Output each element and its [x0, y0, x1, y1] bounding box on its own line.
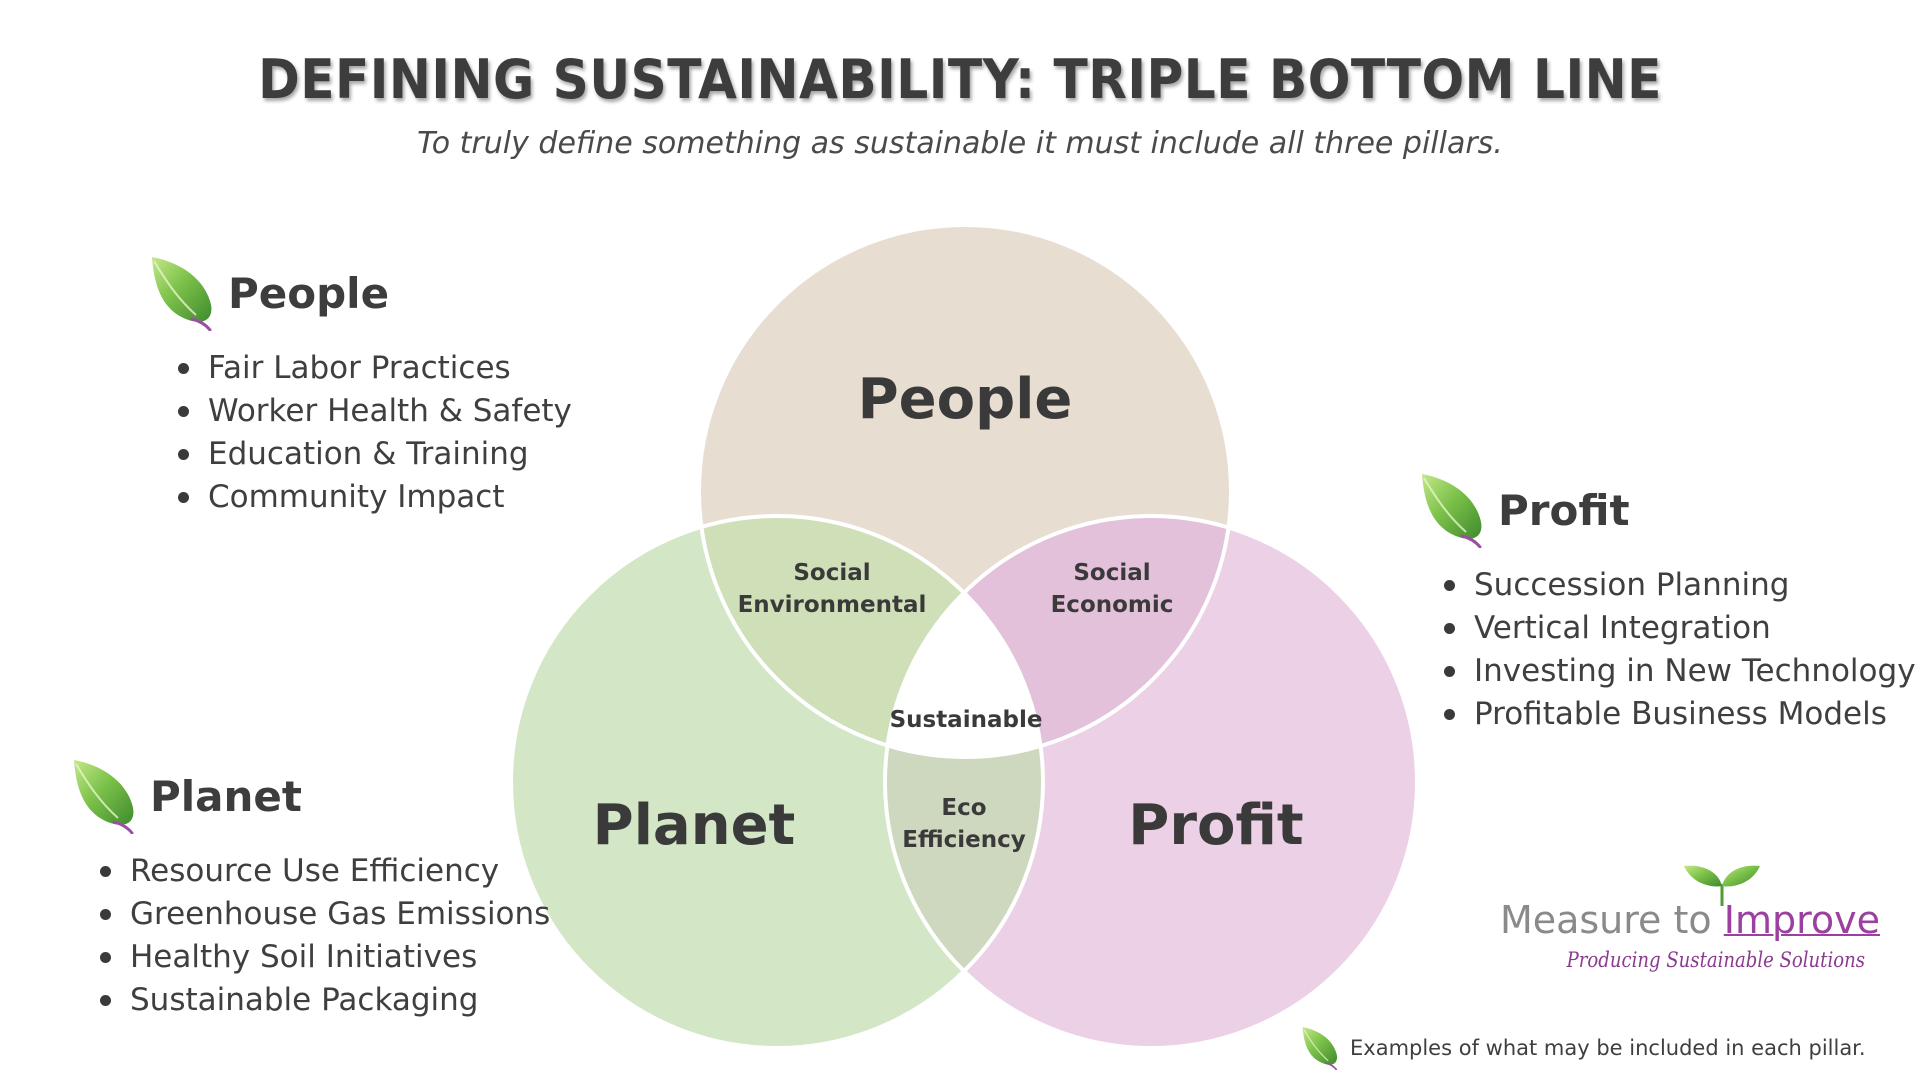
social-economic-line2: Economic	[1051, 592, 1174, 618]
logo-wordmark-accent: Improve	[1723, 898, 1880, 942]
list-item: Education & Training	[174, 433, 572, 476]
profit-pillar-list: Succession Planning Vertical Integration…	[1440, 564, 1916, 736]
planet-circle-label: Planet	[593, 793, 796, 858]
social-environmental-line1: Social	[793, 560, 870, 586]
profit-circle-label: Profit	[1128, 793, 1303, 858]
sprout-icon	[1684, 865, 1760, 907]
page-title: DEFINING SUSTAINABILITY: TRIPLE BOTTOM L…	[258, 48, 1662, 111]
people-pillar-list: Fair Labor Practices Worker Health & Saf…	[174, 347, 572, 519]
people-pillar: People Fair Labor Practices Worker Healt…	[148, 255, 572, 519]
people-pillar-title: People	[228, 268, 390, 318]
leaf-icon	[1300, 1026, 1340, 1070]
list-item: Fair Labor Practices	[174, 347, 572, 390]
logo-wordmark-prefix: Measure to	[1499, 898, 1724, 942]
list-item: Greenhouse Gas Emissions	[96, 893, 550, 936]
list-item: Profitable Business Models	[1440, 693, 1916, 736]
footnote-text: Examples of what may be included in each…	[1350, 1036, 1866, 1060]
people-circle-label: People	[858, 367, 1073, 432]
sustainable-label: Sustainable	[890, 707, 1043, 733]
list-item: Worker Health & Safety	[174, 390, 572, 433]
eco-efficiency-line1: Eco	[941, 795, 986, 821]
profit-pillar-title: Profit	[1498, 485, 1630, 535]
page-subtitle: To truly define something as sustainable…	[417, 126, 1503, 161]
leaf-icon	[1418, 472, 1486, 548]
planet-pillar: Planet Resource Use Efficiency Greenhous…	[70, 758, 550, 1022]
footnote: Examples of what may be included in each…	[1300, 1026, 1866, 1070]
list-item: Resource Use Efficiency	[96, 850, 550, 893]
logo-wordmark: Measure to Improve	[1490, 898, 1880, 942]
list-item: Vertical Integration	[1440, 607, 1916, 650]
list-item: Succession Planning	[1440, 564, 1916, 607]
social-environmental-overlap	[699, 516, 1043, 757]
social-economic-line1: Social	[1073, 560, 1150, 586]
list-item: Healthy Soil Initiatives	[96, 936, 550, 979]
list-item: Investing in New Technology	[1440, 650, 1916, 693]
list-item: Sustainable Packaging	[96, 979, 550, 1022]
list-item: Community Impact	[174, 476, 572, 519]
profit-pillar: Profit Succession Planning Vertical Inte…	[1418, 472, 1916, 736]
leaf-icon	[70, 758, 138, 834]
eco-efficiency-line2: Efficiency	[902, 827, 1025, 853]
social-environmental-line2: Environmental	[738, 592, 927, 618]
logo-tagline: Producing Sustainable Solutions	[1566, 948, 1865, 972]
social-economic-overlap	[885, 516, 1231, 757]
measure-to-improve-logo: Measure to Improve Producing Sustainable…	[1490, 862, 1880, 982]
leaf-icon	[148, 255, 216, 331]
planet-pillar-list: Resource Use Efficiency Greenhouse Gas E…	[96, 850, 550, 1022]
planet-pillar-title: Planet	[150, 771, 302, 821]
